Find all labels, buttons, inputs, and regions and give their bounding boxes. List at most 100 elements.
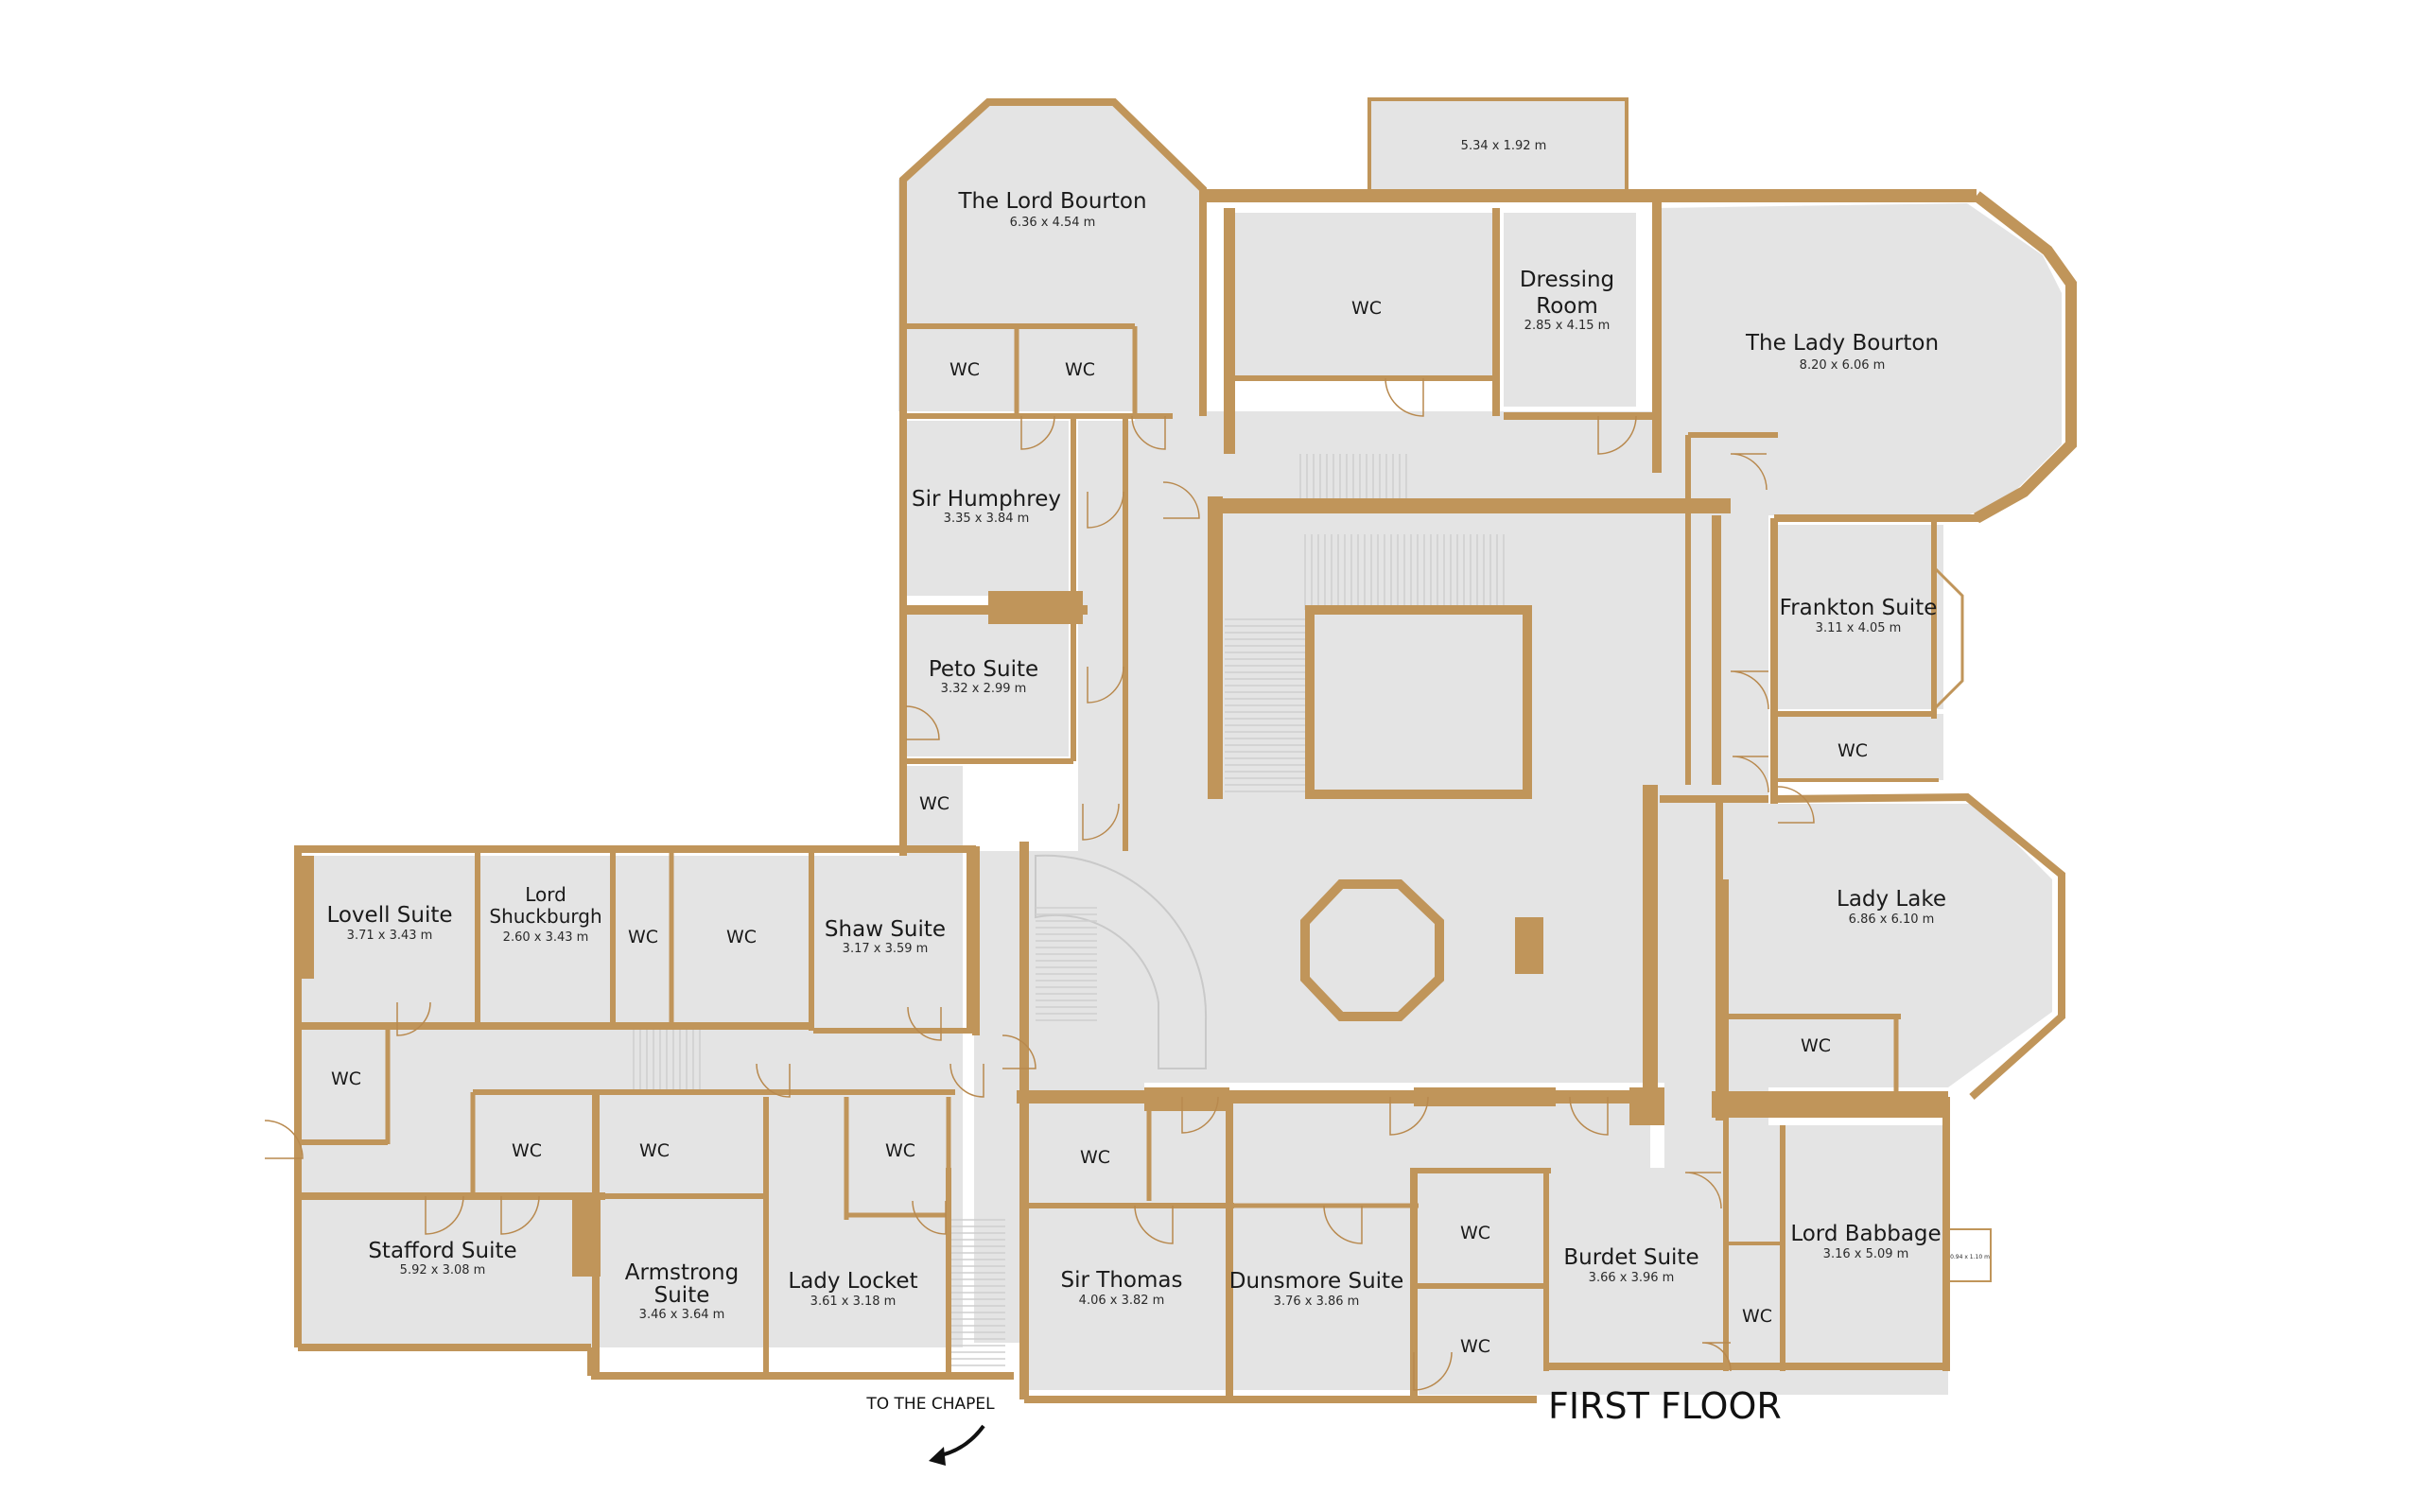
wc-label: WC (1065, 359, 1095, 380)
room-name-lady-bourton: The Lady Bourton (1745, 331, 1939, 356)
door-swing (1162, 481, 1200, 519)
room-name-lord-babbage: Lord Babbage (1790, 1222, 1941, 1246)
room-dims-lady-lake: 6.86 x 6.10 m (1849, 912, 1935, 927)
room-name-lady-locket: Lady Locket (788, 1269, 917, 1294)
room-name-lord-shuckburgh-line1: Lord (525, 883, 566, 906)
door-swing (912, 1200, 947, 1235)
stair-wing (633, 1029, 701, 1092)
door-swing (1385, 377, 1424, 417)
door-swing (1131, 415, 1166, 450)
wc-label: WC (628, 927, 658, 947)
room-name-stafford-suite: Stafford Suite (368, 1239, 516, 1263)
door-swing (264, 1120, 304, 1159)
door-swing (425, 1195, 464, 1235)
room-dims-lady-locket: 3.61 x 3.18 m (810, 1295, 897, 1309)
wc-label: WC (919, 793, 949, 814)
door-swing (1730, 453, 1768, 491)
door-swing (949, 1063, 984, 1098)
door-swing (1082, 803, 1120, 841)
room-dims-sir-humphrey: 3.35 x 3.84 m (944, 512, 1030, 526)
room-dims-burdet-suite: 3.66 x 3.96 m (1589, 1271, 1675, 1285)
room-name-sir-humphrey: Sir Humphrey (912, 487, 1061, 512)
room-labels: 5.34 x 1.92 m The Lord Bourton 6.36 x 4.… (326, 139, 1990, 1322)
door-swing (1181, 1096, 1219, 1134)
wc-label: WC (639, 1140, 670, 1161)
door-swings (264, 377, 1815, 1391)
room-name-lovell-suite: Lovell Suite (326, 903, 452, 928)
room-dims-lord-babbage-balcony: 0.94 x 1.10 m (1950, 1254, 1990, 1260)
room-name-armstrong-suite-line2: Suite (654, 1283, 710, 1308)
curved-arrow-icon (929, 1424, 985, 1466)
wc-label: WC (512, 1140, 542, 1161)
stair-center (1304, 534, 1505, 610)
room-dims-lord-shuckburgh: 2.60 x 3.43 m (503, 930, 589, 945)
room-dims-dunsmore-suite: 3.76 x 3.86 m (1274, 1295, 1360, 1309)
door-swing (905, 705, 940, 740)
stair-chapel (949, 1219, 1005, 1366)
wc-label: WC (1351, 298, 1382, 319)
room-dims-lovell-suite: 3.71 x 3.43 m (347, 929, 433, 943)
room-name-sir-thomas: Sir Thomas (1061, 1268, 1183, 1293)
door-swing (1413, 1351, 1453, 1391)
door-swing (1777, 786, 1815, 824)
room-name-dressing-room-line2: Room (1536, 294, 1598, 319)
door-swing (1732, 756, 1769, 793)
room-fills (301, 99, 2062, 1395)
room-dims-frankton-suite: 3.11 x 4.05 m (1816, 621, 1902, 635)
wc-label: WC (1460, 1223, 1490, 1243)
door-swing (396, 1001, 431, 1036)
door-swing (1087, 491, 1124, 529)
room-name-dressing-room-line1: Dressing (1520, 268, 1614, 292)
wc-label: WC (1460, 1336, 1490, 1357)
chapel-label: TO THE CHAPEL (865, 1395, 995, 1414)
wc-label: WC (1080, 1147, 1110, 1168)
room-name-lord-shuckburgh-line2: Shuckburgh (489, 905, 601, 928)
wc-label: WC (885, 1140, 915, 1161)
room-dims-armstrong-suite: 3.46 x 3.64 m (639, 1308, 725, 1322)
door-swing (1087, 666, 1124, 704)
room-dims-peto-suite: 3.32 x 2.99 m (941, 682, 1027, 696)
wc-labels: WC WC WC WC WC WC WC WC WC WC WC WC WC W… (331, 298, 1868, 1357)
floor-label: FIRST FLOOR (1548, 1385, 1782, 1427)
wc-label: WC (331, 1069, 361, 1089)
door-swing (1389, 1096, 1429, 1136)
balcony-dims: 5.34 x 1.92 m (1461, 139, 1547, 153)
staircases (633, 454, 1505, 1366)
wc-label: WC (949, 359, 980, 380)
wc-label: WC (1742, 1306, 1772, 1327)
room-dims-dressing-room: 2.85 x 4.15 m (1524, 319, 1611, 333)
room-dims-lord-bourton: 6.36 x 4.54 m (1010, 216, 1096, 230)
room-name-lady-lake: Lady Lake (1837, 887, 1946, 912)
door-swing (1597, 415, 1637, 455)
stair-top (1299, 454, 1407, 503)
door-swing (907, 1006, 942, 1041)
wc-label: WC (1838, 740, 1868, 761)
room-name-burdet-suite: Burdet Suite (1563, 1245, 1698, 1270)
door-swing (1323, 1205, 1363, 1244)
central-octagon (1300, 879, 1444, 1021)
room-name-frankton-suite: Frankton Suite (1780, 596, 1938, 620)
door-swing (1569, 1096, 1609, 1136)
room-name-armstrong-suite-line1: Armstrong (625, 1260, 739, 1285)
door-swing (1134, 1205, 1174, 1244)
stair-spiral-treads (1036, 907, 1097, 1021)
door-swing (756, 1063, 791, 1098)
room-name-dunsmore-suite: Dunsmore Suite (1229, 1269, 1403, 1294)
stair-left (1225, 618, 1305, 792)
room-name-lord-bourton: The Lord Bourton (957, 189, 1146, 214)
room-dims-sir-thomas: 4.06 x 3.82 m (1079, 1294, 1165, 1308)
door-swing (1730, 670, 1769, 710)
wc-label: WC (726, 927, 757, 947)
walls (294, 97, 2077, 1403)
wc-label: WC (1801, 1035, 1831, 1056)
door-swing (500, 1195, 540, 1235)
pillars (295, 591, 1664, 1277)
room-name-shaw-suite: Shaw Suite (825, 917, 946, 942)
door-swing (1001, 1034, 1036, 1069)
door-swing (1684, 1172, 1722, 1209)
door-swing (1701, 1342, 1732, 1372)
room-dims-lady-bourton: 8.20 x 6.06 m (1800, 358, 1886, 373)
room-dims-lord-babbage: 3.16 x 5.09 m (1823, 1247, 1909, 1261)
room-dims-shaw-suite: 3.17 x 3.59 m (843, 942, 929, 956)
